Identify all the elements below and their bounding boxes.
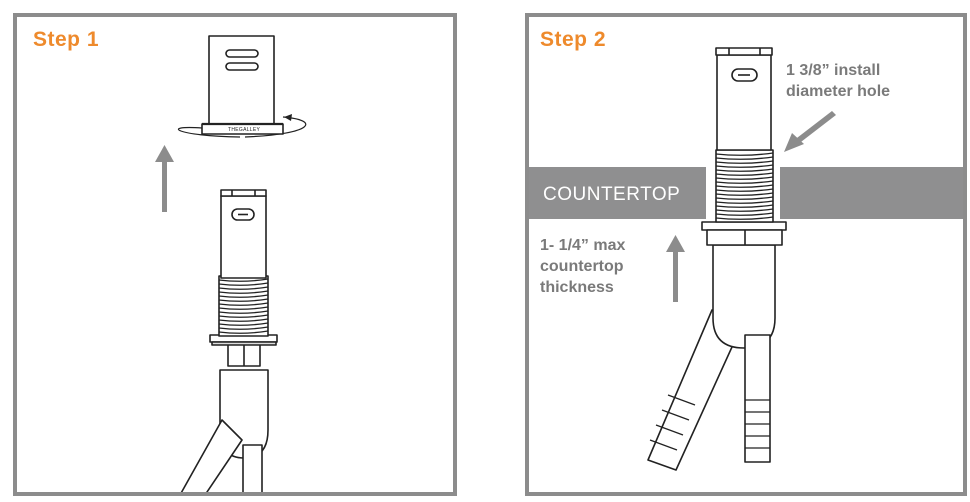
thickness-line3: thickness (540, 279, 614, 296)
up-arrow-icon (666, 235, 685, 302)
hole-diameter-line2: diameter hole (786, 83, 891, 100)
thread-line (218, 306, 269, 310)
hole-diameter-line1: 1 3/8” install (786, 62, 881, 79)
thread-line (218, 278, 269, 282)
thread-line (715, 176, 774, 180)
thread-line (218, 322, 269, 326)
thickness-line2: countertop (540, 258, 624, 275)
flange-cap (178, 35, 307, 138)
thread-line (218, 330, 269, 334)
thread-line (715, 184, 774, 188)
thickness-label: 1- 1/4” max countertop thickness (540, 235, 625, 298)
thread-line (715, 200, 774, 204)
thread-line (218, 286, 269, 290)
up-arrow-icon (155, 145, 174, 212)
drain-assembly-step2 (647, 47, 787, 471)
band-line (655, 424, 684, 436)
thread-line (715, 188, 774, 192)
diagonal-arrow-icon (784, 111, 836, 152)
countertop-label: COUNTERTOP (543, 184, 681, 205)
countertop-right (780, 167, 963, 219)
thread-line (715, 204, 774, 208)
thread-line (715, 212, 774, 216)
brand-logo: THEGALLEY (228, 127, 261, 133)
thread-line (715, 180, 774, 184)
band-line (667, 394, 696, 406)
thread-line (715, 216, 774, 220)
step1-title: Step 1 (33, 28, 100, 51)
band-line (649, 439, 678, 451)
thread-line (715, 160, 774, 164)
thread-line (218, 294, 269, 298)
thread-line (715, 172, 774, 176)
step2-title: Step 2 (540, 28, 607, 51)
thickness-line1: 1- 1/4” max (540, 237, 626, 254)
thread-line (218, 326, 269, 330)
countertop-left (529, 167, 706, 219)
thread-line (218, 310, 269, 314)
thread-line (715, 208, 774, 212)
thread-line (715, 192, 774, 196)
thread-line (715, 152, 774, 156)
thread-line (715, 164, 774, 168)
thread-line (715, 156, 774, 160)
thread-line (218, 298, 269, 302)
thread-line (218, 282, 269, 286)
hole-diameter-label: 1 3/8” install diameter hole (786, 60, 890, 102)
thread-line (218, 314, 269, 318)
drain-assembly-step1 (180, 189, 278, 492)
band-line (661, 409, 690, 421)
thread-line (715, 168, 774, 172)
thread-line (715, 196, 774, 200)
thread-line (218, 302, 269, 306)
thread-line (218, 318, 269, 322)
thread-line (218, 290, 269, 294)
